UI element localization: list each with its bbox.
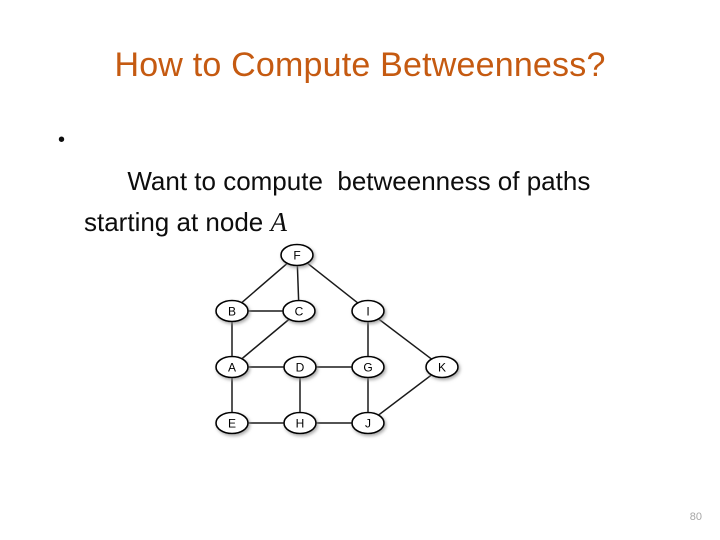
graph-node-d[interactable]: D <box>283 355 317 379</box>
graph-node-shape <box>425 355 459 379</box>
graph-node-shape <box>351 299 385 323</box>
bullet-item: • Want to compute betweenness of paths st… <box>52 120 612 284</box>
page-title: How to Compute Betweenness? <box>114 46 606 84</box>
graph-edge-j-k <box>378 374 432 416</box>
graph-node-shape <box>215 355 249 379</box>
network-graph-figure: F B C I A D G K E H J <box>200 228 490 460</box>
bullet-text-node-variable: A <box>270 207 287 237</box>
graph-node-a[interactable]: A <box>215 355 249 379</box>
graph-node-label: J <box>365 417 371 431</box>
graph-node-shape <box>283 355 317 379</box>
graph-node-f[interactable]: F <box>280 243 314 267</box>
graph-node-label: I <box>366 305 369 319</box>
graph-edge-layer <box>231 262 432 424</box>
bullet-text-primary: Want to compute betweenness of paths sta… <box>84 166 598 237</box>
graph-node-shape <box>351 411 385 435</box>
graph-edge-i-k <box>378 318 432 360</box>
graph-node-layer: F B C I A D G K E H J <box>215 243 459 435</box>
graph-node-label: F <box>293 249 300 263</box>
graph-node-shape <box>280 243 314 267</box>
graph-node-label: H <box>296 417 305 431</box>
graph-edge-f-c <box>296 265 300 301</box>
graph-node-c[interactable]: C <box>282 299 316 323</box>
graph-node-shape <box>283 411 317 435</box>
page-number: 80 <box>689 511 702 523</box>
graph-node-label: D <box>296 361 305 375</box>
graph-node-j[interactable]: J <box>351 411 385 435</box>
graph-node-shape <box>282 299 316 323</box>
graph-node-label: A <box>228 361 236 375</box>
network-graph-svg: F B C I A D G K E H J <box>215 243 459 435</box>
graph-node-shape <box>215 411 249 435</box>
bullet-list: • Want to compute betweenness of paths st… <box>52 120 612 284</box>
graph-node-h[interactable]: H <box>283 411 317 435</box>
graph-node-label: C <box>295 305 304 319</box>
graph-node-label: G <box>363 361 372 375</box>
graph-node-shape <box>351 355 385 379</box>
graph-node-i[interactable]: I <box>351 299 385 323</box>
graph-node-g[interactable]: G <box>351 355 385 379</box>
graph-node-b[interactable]: B <box>215 299 249 323</box>
graph-node-e[interactable]: E <box>215 411 249 435</box>
graph-node-label: K <box>438 361 446 375</box>
bullet-marker-icon: • <box>58 129 66 151</box>
graph-node-label: E <box>228 417 236 431</box>
graph-node-shape <box>215 299 249 323</box>
graph-node-k[interactable]: K <box>425 355 459 379</box>
graph-edge-b-f <box>241 262 288 304</box>
graph-edge-c-a <box>241 318 290 360</box>
graph-edge-f-i <box>306 262 359 304</box>
graph-node-label: B <box>228 305 236 319</box>
